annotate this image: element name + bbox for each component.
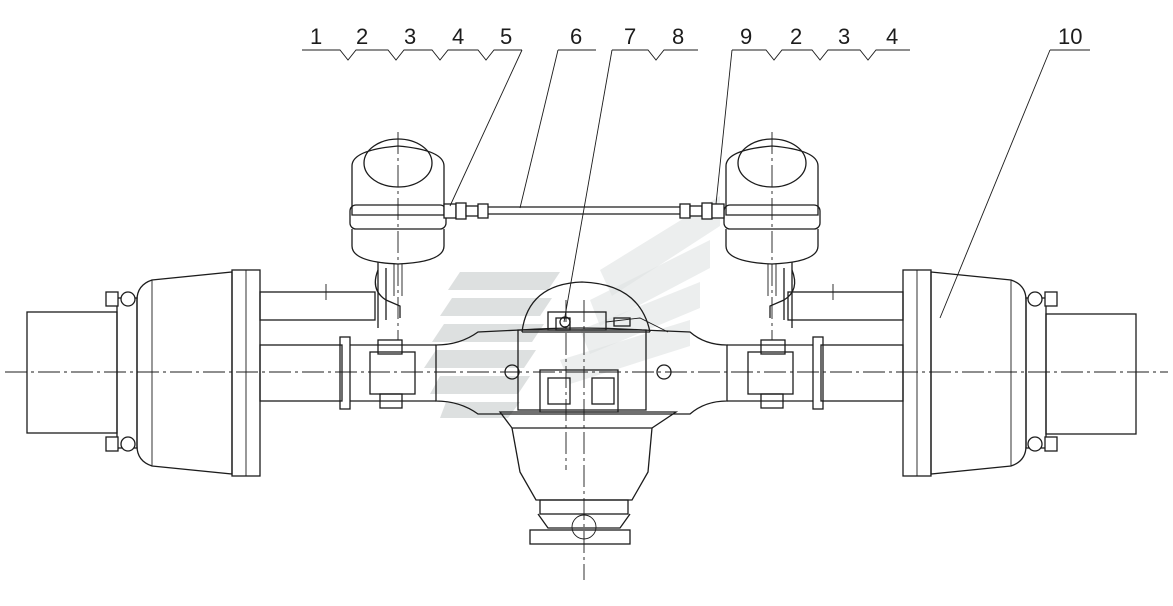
callout-labels: 1 2 3 4 5 6 7 8 9 2 3 4 10	[302, 24, 1090, 323]
callout-3-right: 3	[838, 24, 850, 49]
right-wheel-end	[902, 269, 1137, 477]
callout-3-left: 3	[404, 24, 416, 49]
callout-6: 6	[570, 24, 582, 49]
callout-9: 9	[740, 24, 752, 49]
callout-10: 10	[1058, 24, 1082, 49]
left-wheel-end	[26, 269, 261, 477]
callout-4-right: 4	[886, 24, 898, 49]
callout-5: 5	[500, 24, 512, 49]
callout-8: 8	[672, 24, 684, 49]
left-brake-chamber	[349, 132, 447, 340]
callout-1: 1	[310, 24, 322, 49]
air-tube	[443, 202, 725, 220]
callout-7: 7	[624, 24, 636, 49]
callout-4-left: 4	[452, 24, 464, 49]
differential-cover	[521, 281, 669, 333]
watermark-logo	[424, 196, 720, 418]
right-brake-chamber	[723, 132, 821, 340]
axle-housing	[259, 284, 904, 415]
callout-2-right: 2	[790, 24, 802, 49]
callout-2-left: 2	[356, 24, 368, 49]
final-drive-carrier	[498, 300, 679, 580]
